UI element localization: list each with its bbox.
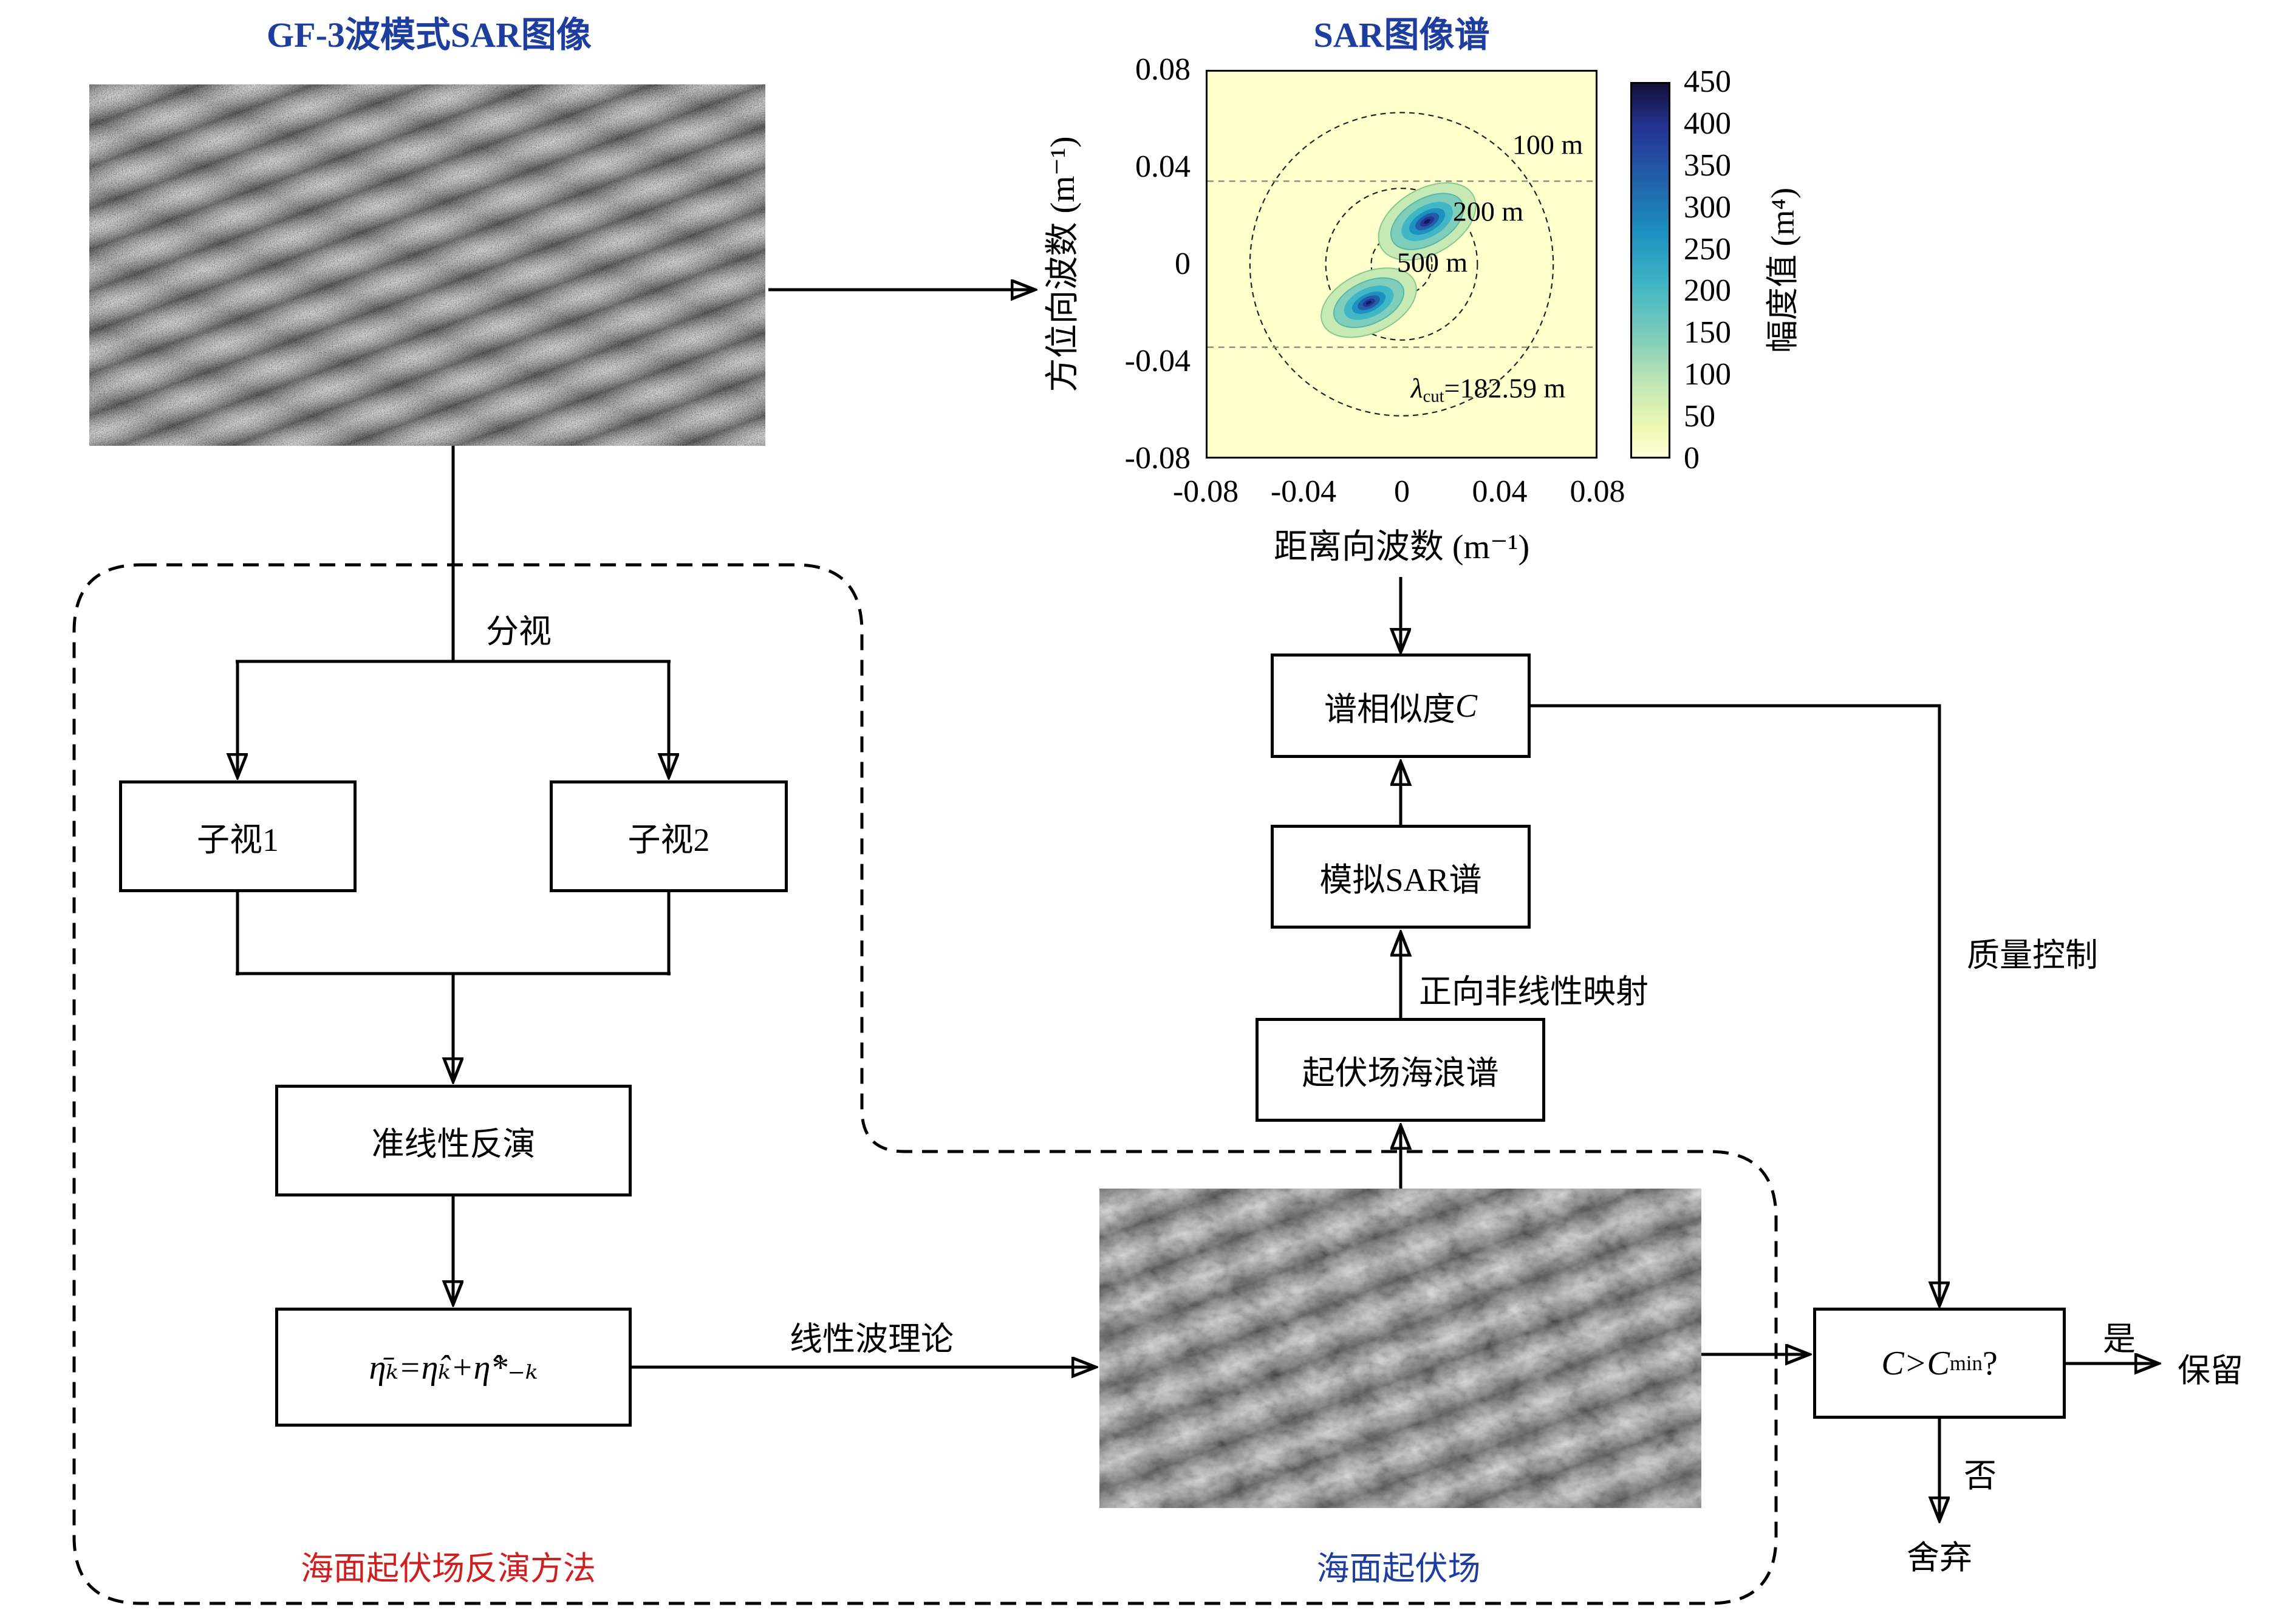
box-simulated-sar-spectrum: 模拟SAR谱 bbox=[1271, 825, 1531, 929]
box-quasilinear-inversion: 准线性反演 bbox=[275, 1085, 632, 1196]
xtick-3: 0.04 bbox=[1472, 474, 1528, 509]
box-wave-spectrum: 起伏场海浪谱 bbox=[1256, 1018, 1545, 1122]
colorbar-label: 幅度值 (m⁴) bbox=[1765, 187, 1801, 353]
ring-label-200m: 200 m bbox=[1452, 196, 1524, 227]
xtick-1: -0.04 bbox=[1270, 474, 1337, 509]
spectrum-canvas bbox=[1208, 112, 1596, 417]
spectrum-ylabel: 方位向波数 (m⁻¹) bbox=[1044, 136, 1082, 392]
xtick-2: 0 bbox=[1394, 474, 1410, 509]
colorbar-tick-9: 0 bbox=[1684, 441, 1700, 476]
colorbar-tick-7: 100 bbox=[1684, 357, 1731, 392]
colorbar-tick-6: 150 bbox=[1684, 315, 1731, 350]
colorbar-tick-0: 450 bbox=[1684, 64, 1731, 99]
box-subview1: 子视1 bbox=[119, 780, 357, 892]
similarity-text: 谱相似度 bbox=[1324, 691, 1455, 728]
box-formula: η̄ₖ=η̂ₖ+η̂*₋ₖ bbox=[275, 1308, 632, 1427]
ring-label-500m: 500 m bbox=[1396, 247, 1468, 278]
condition-question: ? bbox=[1982, 1344, 1998, 1382]
ytick-2: 0 bbox=[1175, 247, 1191, 281]
ytick-3: -0.04 bbox=[1124, 344, 1191, 378]
elevation-field-texture bbox=[1099, 1189, 1701, 1508]
lambda-subscript: cut bbox=[1423, 387, 1444, 406]
sar-image-title: GF-3波模式SAR图像 bbox=[267, 15, 592, 55]
spectrum-title: SAR图像谱 bbox=[1313, 15, 1490, 55]
condition-subscript: min bbox=[1949, 1351, 1983, 1375]
label-split-view: 分视 bbox=[486, 613, 552, 650]
caption-elevation-field: 海面起伏场 bbox=[1316, 1551, 1481, 1587]
colorbar bbox=[1630, 82, 1670, 459]
box-subview2: 子视2 bbox=[550, 780, 788, 892]
label-yes: 是 bbox=[2103, 1321, 2136, 1357]
label-linear-wave-theory: 线性波理论 bbox=[790, 1321, 954, 1357]
colorbar-tick-1: 400 bbox=[1684, 106, 1731, 141]
xtick-4: 0.08 bbox=[1570, 474, 1625, 509]
spectrum-xlabel: 距离向波数 (m⁻¹) bbox=[1273, 528, 1530, 566]
colorbar-tick-2: 350 bbox=[1684, 148, 1731, 183]
spectral-peak-upper bbox=[1378, 182, 1477, 261]
cutoff-annotation: λcut=182.59 m bbox=[1411, 372, 1566, 406]
ytick-1: 0.04 bbox=[1135, 149, 1191, 184]
colorbar-tick-4: 250 bbox=[1684, 232, 1731, 267]
wavelength-rings bbox=[1249, 112, 1554, 417]
lambda-value: =182.59 m bbox=[1444, 372, 1566, 404]
label-no: 否 bbox=[1964, 1458, 1997, 1494]
colorbar-tick-3: 300 bbox=[1684, 190, 1731, 225]
label-discard: 舍弃 bbox=[1907, 1540, 1972, 1576]
label-keep: 保留 bbox=[2178, 1353, 2243, 1389]
lambda-symbol: λ bbox=[1410, 372, 1423, 404]
spectral-peak-lower bbox=[1321, 267, 1417, 338]
condition-expression: C>C bbox=[1881, 1344, 1950, 1382]
sar-image-texture bbox=[89, 84, 765, 446]
sar-image bbox=[89, 84, 765, 446]
xtick-0: -0.08 bbox=[1172, 474, 1239, 509]
elevation-field-image bbox=[1099, 1189, 1701, 1508]
label-quality-control: 质量控制 bbox=[1967, 937, 2098, 974]
colorbar-tick-8: 50 bbox=[1684, 399, 1715, 434]
caption-inversion-method: 海面起伏场反演方法 bbox=[301, 1551, 596, 1587]
colorbar-tick-5: 200 bbox=[1684, 273, 1731, 308]
spectrum-plot: 100 m 200 m 500 m λcut=182.59 m bbox=[1206, 70, 1597, 459]
ytick-4: -0.08 bbox=[1124, 441, 1191, 476]
similarity-symbol: C bbox=[1455, 688, 1478, 724]
ring-label-100m: 100 m bbox=[1512, 129, 1584, 160]
ytick-0: 0.08 bbox=[1135, 52, 1191, 87]
label-forward-nonlinear-mapping: 正向非线性映射 bbox=[1419, 974, 1649, 1010]
